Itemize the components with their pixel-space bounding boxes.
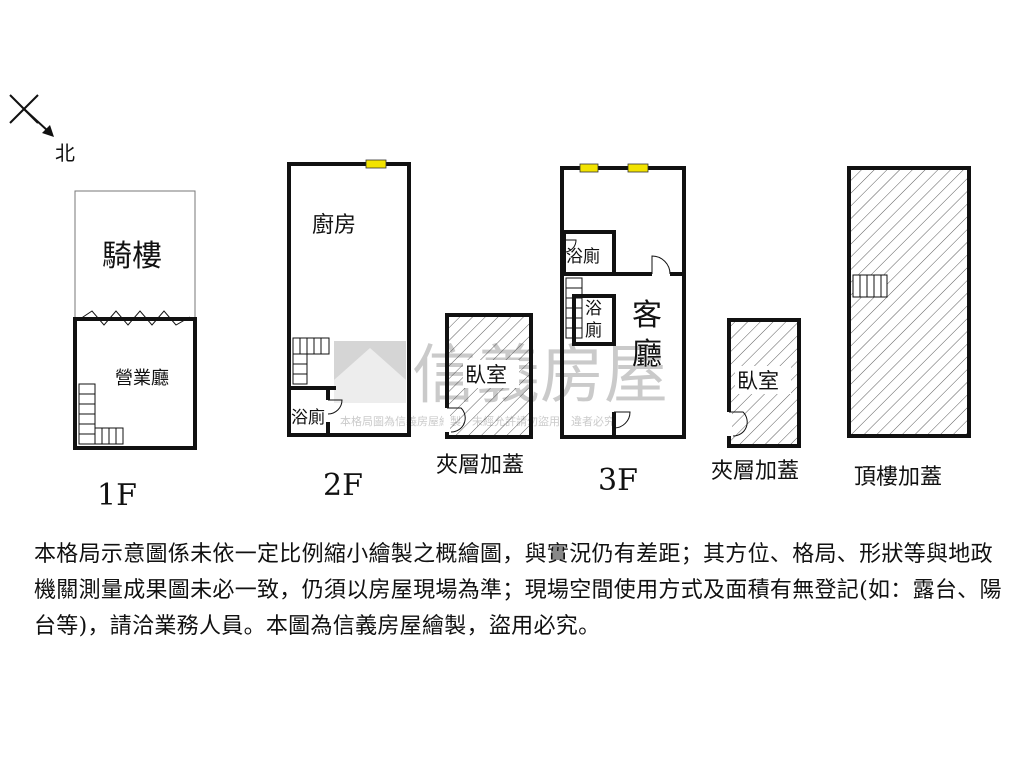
living-room-label-1: 客: [632, 298, 662, 333]
mezzanine-2f-label: 夾層加蓋: [436, 453, 524, 478]
staircase-2f: [292, 337, 330, 385]
bath-3f-mid-label-2: 廁: [585, 320, 602, 341]
window-icon: [627, 163, 649, 173]
floor-2f: 廚房 浴廁: [287, 159, 411, 437]
floor-3f-label: 3F: [598, 463, 638, 498]
mezzanine-3f-label: 夾層加蓋: [711, 459, 799, 484]
bath-top: [562, 230, 616, 276]
business-hall: [73, 317, 197, 450]
brand-watermark: 信義房屋 本格局圖為信義房屋繪製，未經允許請勿盜用，違者必究: [334, 339, 668, 428]
kitchen-label: 廚房: [312, 213, 356, 238]
door-swing-icon: [651, 255, 671, 275]
floor-3f: 浴廁 浴 廁 客 廳: [560, 163, 686, 439]
folding-door: [79, 310, 191, 326]
bath-3f-mid-label-1: 浴: [585, 299, 602, 319]
window-icon: [579, 163, 599, 173]
bedroom-label: 臥室: [737, 369, 779, 393]
floor-2f-label: 2F: [323, 468, 363, 503]
bedroom-label: 臥室: [465, 363, 507, 387]
door-swing-icon: [613, 411, 631, 429]
business-hall-label: 營業廳: [115, 368, 169, 389]
floor-1f-label: 1F: [97, 478, 137, 513]
staircase-1f: [78, 383, 124, 445]
disclaimer-text: 本格局示意圖係未依一定比例縮小繪製之概繪圖，與實況仍有差距；其方位、格局、形狀等…: [34, 542, 1002, 639]
bath-mid: [572, 294, 616, 346]
rooftop: [847, 166, 971, 438]
floor-1f: 騎樓 營業廳: [73, 190, 197, 450]
staircase-roof: [852, 274, 888, 298]
window-icon: [365, 159, 387, 169]
floor-plan-diagram: 北 信義房屋 本格局圖為信義房屋繪製，未經允許請勿盜用，違者必究 騎樓 營業廳 …: [9, 94, 971, 513]
rooftop-label: 頂樓加蓋: [854, 465, 942, 490]
bath-2f-label: 浴廁: [291, 407, 325, 428]
door-swing-icon: [564, 239, 577, 253]
living-room-label-2: 廳: [632, 337, 662, 372]
door-swing-icon: [729, 411, 748, 437]
mezzanine-2f: 臥室: [444, 313, 533, 439]
bath-3f-top-label: 浴廁: [566, 246, 600, 267]
arcade-label: 騎樓: [102, 239, 162, 274]
mezzanine-3f: 臥室: [726, 318, 801, 448]
door-swing-icon: [327, 399, 343, 415]
north-arrow-icon: [9, 94, 54, 137]
compass-label: 北: [55, 141, 75, 165]
door-swing-icon: [447, 407, 466, 433]
